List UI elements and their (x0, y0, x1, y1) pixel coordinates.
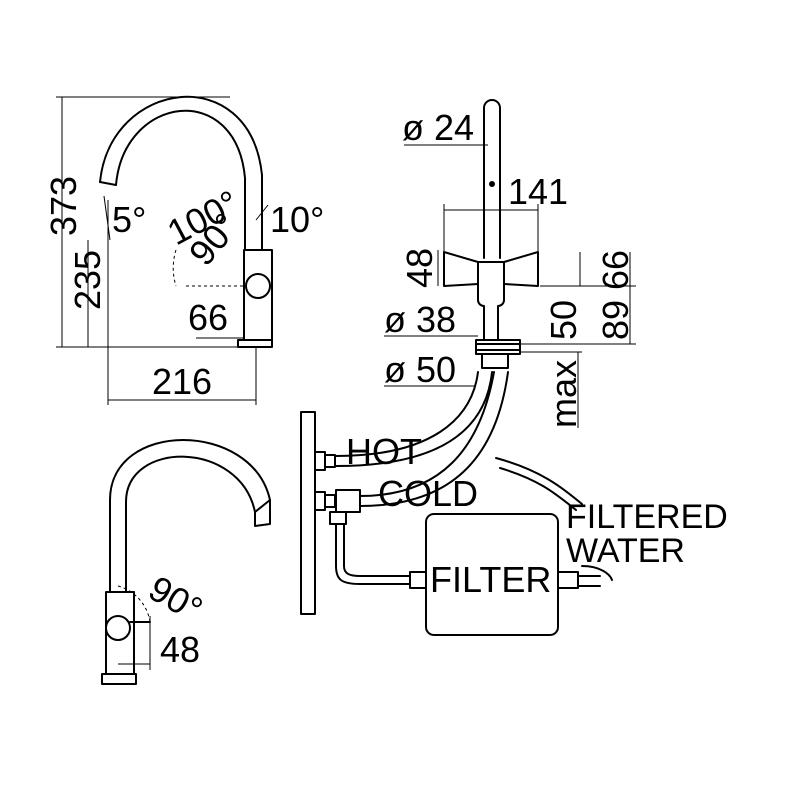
side-spout-inner (115, 109, 246, 251)
label-235: 235 (67, 250, 108, 310)
label-lever-48: 48 (160, 629, 200, 670)
hose-filtered-b (499, 467, 577, 511)
front-left-handle (443, 251, 479, 287)
filter-inlet-fitting (409, 571, 427, 589)
side-spout-tip (99, 181, 117, 186)
cold-valve (314, 489, 361, 525)
label-filtered: FILTERED (566, 498, 728, 536)
label-d38: ø 38 (384, 299, 456, 340)
front-right-handle (503, 251, 539, 287)
label-hot: HOT (346, 431, 422, 472)
label-max: max (543, 360, 584, 428)
label-angle-5: 5° (112, 199, 146, 240)
wall-panel (300, 411, 316, 615)
label-water: WATER (566, 532, 685, 570)
lever-view-spout-tip (254, 499, 271, 527)
front-view: ø 24 141 48 66 89 ø 38 50 ø 50 max (384, 99, 636, 428)
lever-view: 90° 48 (101, 439, 271, 685)
label-216: 216 (152, 361, 212, 402)
label-cold: COLD (378, 473, 478, 514)
side-body (243, 249, 273, 341)
side-lever-hub (245, 273, 271, 299)
label-d24: ø 24 (402, 107, 474, 148)
lever-view-spout-outer (109, 439, 271, 593)
connection-diagram: HOT COLD FILTERED WATER FILTER (300, 371, 728, 636)
side-angle-arc (172, 249, 177, 287)
front-aerator (489, 181, 495, 187)
hose-cold-b (359, 371, 509, 507)
label-373: 373 (43, 176, 84, 236)
lever-view-hub (105, 615, 131, 641)
hose-filter-in-a (335, 523, 411, 585)
hose-filtered-a (495, 457, 583, 505)
hose-filtered-out (581, 565, 613, 581)
hot-valve (314, 451, 336, 471)
label-89: 89 (595, 300, 636, 340)
hose-filter-in-b (343, 523, 411, 577)
label-filter: FILTER (430, 559, 551, 600)
label-66: 66 (188, 297, 228, 338)
label-48: 48 (399, 248, 440, 288)
label-d50: ø 50 (384, 349, 456, 390)
label-50-vertical: 50 (543, 300, 584, 340)
label-lever-90: 90° (142, 567, 210, 630)
side-view: 373 235 5° 100° 90° 10° 66 216 (43, 95, 324, 405)
front-base (475, 339, 521, 355)
label-66-right: 66 (595, 250, 636, 290)
side-tilt-line (103, 195, 111, 241)
side-base (237, 339, 273, 348)
lever-view-spout-inner (125, 455, 256, 593)
lever-angle-arc (117, 585, 151, 623)
hose-cold-a (359, 371, 495, 497)
filter-outlet-fitting (557, 571, 579, 589)
front-body (477, 261, 505, 341)
hose-hot-b (335, 371, 493, 467)
front-mount-nut (481, 353, 509, 369)
front-base-threads (475, 343, 521, 351)
lever-view-base (101, 673, 137, 685)
label-141: 141 (508, 171, 568, 212)
filter-outlet-hose (577, 575, 601, 587)
side-tip-line (255, 204, 269, 221)
hose-hot-a (335, 371, 479, 457)
label-angle-10: 10° (270, 199, 324, 240)
front-spout-stem (483, 99, 501, 259)
